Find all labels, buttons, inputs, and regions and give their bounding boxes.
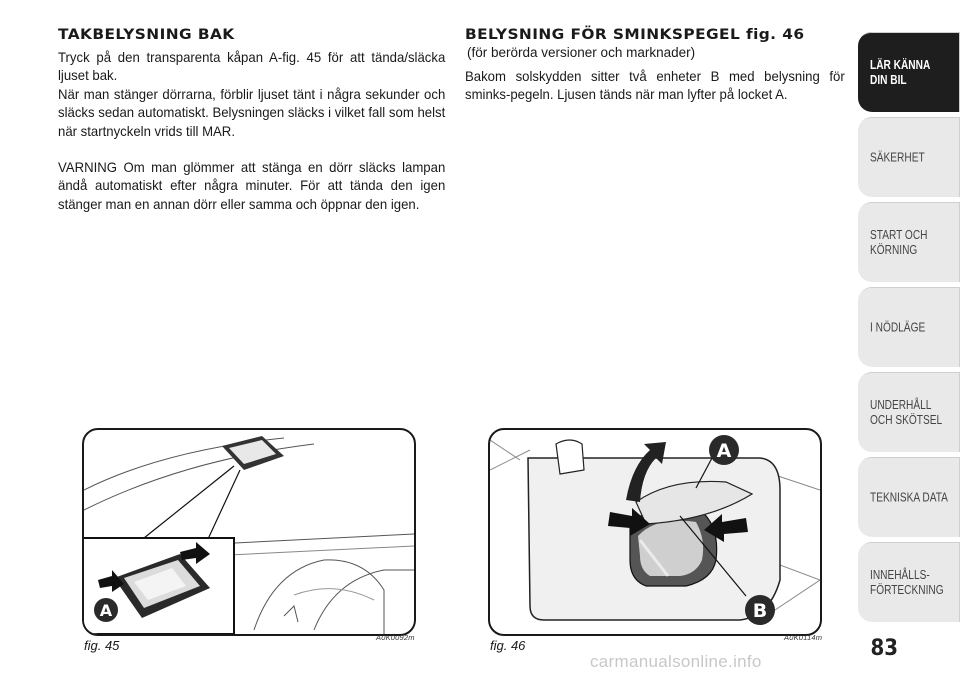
paragraph: När man stänger dörrarna, förblir ljuset… bbox=[58, 85, 446, 139]
figure-46-illustration: A B bbox=[488, 428, 822, 636]
section-heading: BELYSNING FÖR SMINKSPEGEL fig. 46 bbox=[465, 27, 805, 43]
page-number: 83 bbox=[870, 636, 899, 661]
tab-i-nodlage[interactable]: I NÖDLÄGE bbox=[858, 287, 960, 367]
figure-46-caption: fig. 46 bbox=[490, 638, 526, 653]
tab-innehallsforteckning[interactable]: INNEHÅLLS- FÖRTECKNING bbox=[858, 542, 960, 622]
section-rear-ceiling-light: TAKBELYSNING BAK Tryck på den transparen… bbox=[58, 26, 446, 213]
section-vanity-mirror-light: BELYSNING FÖR SMINKSPEGEL fig. 46 (för b… bbox=[465, 26, 853, 104]
tab-label: SÄKERHET bbox=[870, 149, 925, 165]
tab-label: INNEHÅLLS- FÖRTECKNING bbox=[870, 567, 944, 597]
figure-45-caption: fig. 45 bbox=[84, 638, 120, 653]
tab-label: LÄR KÄNNA DIN BIL bbox=[870, 57, 931, 87]
paragraph: Tryck på den transparenta kåpan A-fig. 4… bbox=[58, 49, 446, 84]
callout-a: A bbox=[100, 601, 113, 620]
section-subheading: (för berörda versioner och marknader) bbox=[467, 45, 696, 60]
callout-b: B bbox=[753, 600, 767, 622]
tab-label: START OCH KÖRNING bbox=[870, 227, 928, 257]
figure-45-illustration: A bbox=[82, 428, 416, 636]
tab-lar-kanna-din-bil[interactable]: LÄR KÄNNA DIN BIL bbox=[858, 32, 960, 112]
figure-46-code: A0K0114m bbox=[784, 633, 823, 642]
warning-paragraph: VARNING Om man glömmer att stänga en dör… bbox=[58, 159, 446, 212]
tab-label: UNDERHÅLL OCH SKÖTSEL bbox=[870, 397, 943, 427]
tab-label: TEKNISKA DATA bbox=[870, 489, 948, 505]
tab-start-och-korning[interactable]: START OCH KÖRNING bbox=[858, 202, 960, 282]
figure-45-code: A0K0092m bbox=[376, 633, 415, 642]
section-heading: TAKBELYSNING BAK bbox=[58, 27, 235, 43]
section-body: Tryck på den transparenta kåpan A-fig. 4… bbox=[58, 48, 445, 213]
section-body: Bakom solskydden sitter två enheter B me… bbox=[465, 67, 845, 104]
tab-sakerhet[interactable]: SÄKERHET bbox=[858, 117, 960, 197]
tab-label: I NÖDLÄGE bbox=[870, 319, 926, 335]
watermark: carmanualsonline.info bbox=[590, 652, 762, 671]
tab-tekniska-data[interactable]: TEKNISKA DATA bbox=[858, 457, 960, 537]
paragraph: Bakom solskydden sitter två enheter B me… bbox=[465, 68, 845, 103]
callout-a: A bbox=[717, 440, 732, 462]
tab-underhall-och-skotsel[interactable]: UNDERHÅLL OCH SKÖTSEL bbox=[858, 372, 960, 452]
